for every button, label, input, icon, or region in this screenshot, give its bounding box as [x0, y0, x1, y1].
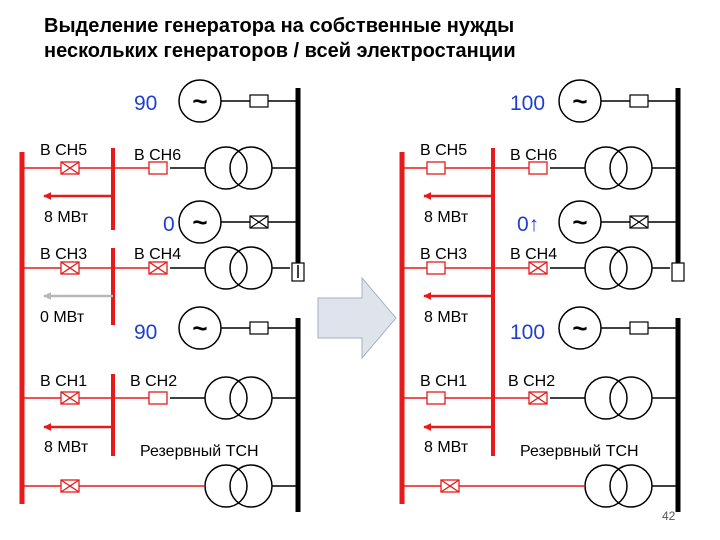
reserve-tsn-label: Резервный ТСН: [140, 443, 259, 460]
right-load-value-3: 8 МВт: [424, 439, 469, 456]
right-label-ch6: В СН6: [510, 147, 557, 164]
label-ch6: В СН6: [134, 147, 181, 164]
title-line-2: нескольких генераторов / всей электроста…: [44, 40, 516, 62]
page-number: 42: [662, 509, 676, 523]
right-label-ch5: В СН5: [420, 142, 467, 159]
load-value-1: 8 МВт: [44, 209, 89, 226]
transformer-3-icon: [204, 376, 248, 420]
load-value-2: 0 МВт: [40, 309, 85, 326]
right-load-value-2: 8 МВт: [424, 309, 469, 326]
gen-3-output: 90: [134, 321, 157, 344]
label-ch2: В СН2: [130, 373, 177, 390]
gen-2-output: 0: [163, 213, 175, 236]
right-label-ch1: В СН1: [420, 373, 467, 390]
left-scheme: ~ 90 В СН6 ~ 0 В СН4 ~ 90: [19, 79, 305, 512]
right-label-ch4: В СН4: [510, 246, 557, 263]
reserve-transformer-icon: [204, 464, 248, 508]
slide-title: Выделение генератора на собственные нужд…: [44, 14, 684, 64]
gen-1-output: 90: [134, 92, 157, 115]
transition-arrow-icon: [317, 276, 397, 360]
svg-text:~: ~: [572, 86, 587, 116]
load-value-3: 8 МВт: [44, 439, 89, 456]
svg-text:~: ~: [192, 313, 207, 343]
transformer-2-icon: [204, 246, 248, 290]
generator-symbol: ~: [192, 86, 207, 116]
svg-text:~: ~: [572, 207, 587, 237]
svg-text:~: ~: [192, 207, 207, 237]
label-ch1: В СН1: [40, 373, 87, 390]
right-label-ch2: В СН2: [508, 373, 555, 390]
label-ch5: В СН5: [40, 142, 87, 159]
transformer-1-icon: [204, 146, 248, 190]
right-reserve-tsn-label: Резервный ТСН: [520, 443, 639, 460]
label-ch4: В СН4: [134, 246, 181, 263]
right-gen-3-output: 100: [510, 321, 545, 344]
right-gen-2-output: 0↑: [517, 213, 539, 236]
label-ch3: В СН3: [40, 246, 87, 263]
right-gen-1-output: 100: [510, 92, 545, 115]
right-label-ch3: В СН3: [420, 246, 467, 263]
svg-text:~: ~: [572, 313, 587, 343]
title-line-1: Выделение генератора на собственные нужд…: [44, 15, 515, 37]
right-scheme: ~ 100 В СН6 ~ 0↑ В СН4 ~ 100 В СН: [399, 79, 685, 512]
right-load-value-1: 8 МВт: [424, 209, 469, 226]
